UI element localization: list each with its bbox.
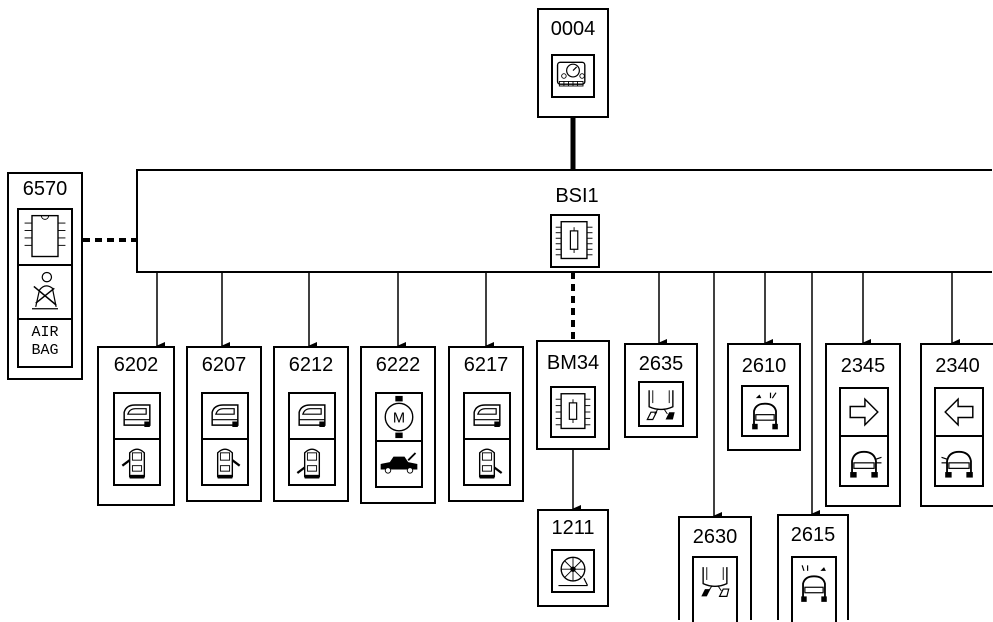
rear-light-icon — [638, 381, 684, 427]
headlamp-icon — [791, 556, 837, 622]
car-front-right-door-icon — [201, 438, 249, 486]
module-code: BM34 — [546, 352, 600, 374]
svg-text:M: M — [393, 411, 405, 427]
module-6217: 6217 — [448, 346, 524, 502]
module-code: 1211 — [551, 517, 595, 539]
car-indicator-icon — [934, 435, 984, 487]
module-6202: 6202 — [97, 346, 175, 506]
bsi1-central-unit: BSI1 — [136, 169, 992, 273]
motor-icon: M — [375, 392, 423, 442]
headlamp-icon — [741, 385, 789, 437]
module-code: 2630 — [692, 526, 738, 548]
module-code: 2345 — [840, 355, 886, 377]
module-code: 6570 — [22, 178, 68, 200]
module-code: 2340 — [935, 355, 980, 377]
car-boot-icon — [375, 440, 423, 488]
airbag-text-line1: AIR — [31, 324, 59, 341]
door-window-icon — [201, 392, 249, 440]
module-6222: 6222 M — [360, 346, 436, 504]
module-code: 2615 — [790, 524, 836, 546]
fuel-pump-icon — [551, 549, 595, 593]
control-unit-icon — [17, 208, 73, 266]
module-code: 2635 — [638, 353, 684, 375]
module-1211: 1211 — [537, 509, 609, 607]
car-indicator-icon — [839, 435, 889, 487]
door-window-icon — [288, 392, 336, 440]
door-window-icon — [463, 392, 511, 440]
module-2610: 2610 — [727, 343, 801, 451]
airbag-text-line2: BAG — [31, 342, 59, 359]
right-arrow-icon — [839, 387, 889, 437]
left-arrow-icon — [934, 387, 984, 437]
car-front-left-door-icon — [113, 438, 161, 486]
module-6570: 6570 AIR BAG — [7, 172, 83, 380]
module-code: 6202 — [113, 354, 159, 376]
rear-light-icon — [692, 556, 738, 622]
module-2615: 2615 — [777, 514, 849, 622]
module-6207: 6207 — [186, 346, 262, 502]
door-window-icon — [113, 392, 161, 440]
module-bm34: BM34 — [536, 340, 610, 450]
module-2635: 2635 — [624, 343, 698, 438]
seatbelt-icon — [17, 264, 73, 320]
car-rear-right-door-icon — [463, 438, 511, 486]
airbag-icon: AIR BAG — [17, 318, 73, 368]
module-2630: 2630 — [678, 516, 752, 622]
module-code: 6222 — [375, 354, 421, 376]
module-code: 2610 — [741, 355, 787, 377]
module-6212: 6212 — [273, 346, 349, 502]
control-unit-icon — [550, 214, 600, 268]
bsi1-label: BSI1 — [555, 185, 599, 207]
module-0004: 0004 — [537, 8, 609, 118]
car-rear-left-door-icon — [288, 438, 336, 486]
module-code: 6217 — [463, 354, 509, 376]
instrument-panel-icon — [551, 54, 595, 98]
module-code: 0004 — [550, 18, 596, 40]
module-code: 6212 — [288, 354, 334, 376]
module-2345: 2345 — [825, 343, 901, 507]
module-2340: 2340 — [920, 343, 993, 507]
control-unit-icon — [550, 386, 596, 438]
module-code: 6207 — [201, 354, 247, 376]
